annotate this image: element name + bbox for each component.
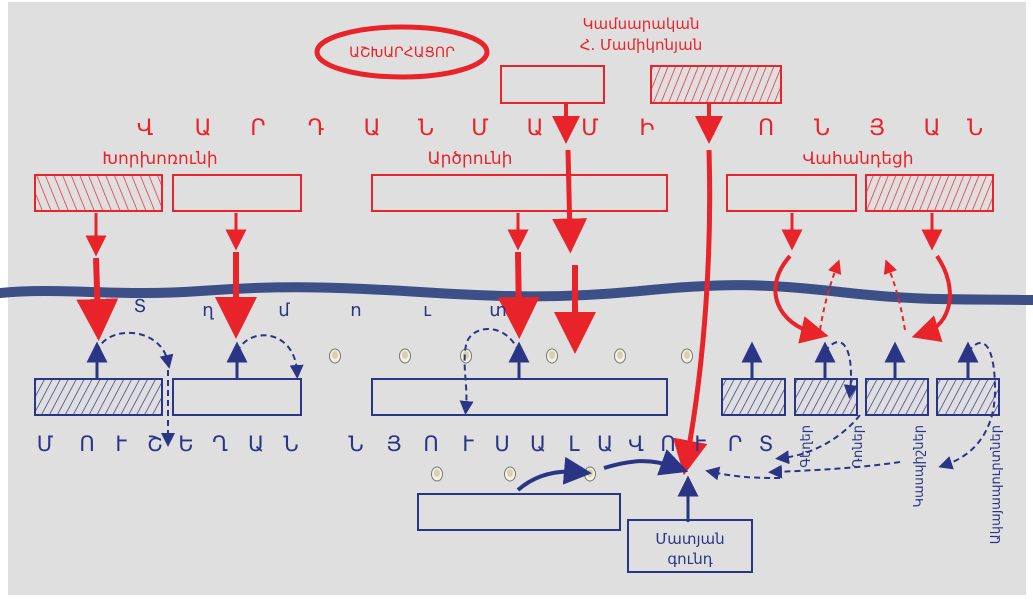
mushegh-letter: Շ <box>147 432 163 456</box>
mushegh-letter: Ւ <box>694 432 706 456</box>
kamsarakan-box <box>500 65 605 104</box>
vardan-letter: Ա <box>195 116 212 141</box>
mushegh-letter: Ս <box>494 432 509 456</box>
vardan-letter: Ա <box>364 116 381 141</box>
reserve-label-line1: Մատյան <box>655 530 724 548</box>
river <box>0 280 1033 305</box>
reserve-label-line2: գունդ <box>667 550 712 568</box>
right-box <box>726 174 857 212</box>
vardan-letter: Յ <box>869 116 885 141</box>
mushegh-letter: Լ <box>568 432 580 456</box>
mushegh-letter: Ա <box>597 432 613 456</box>
vardan-letter: Ն <box>814 116 830 141</box>
persian-left-hatched-box <box>34 378 163 416</box>
vardan-letter: Ա <box>924 116 941 141</box>
oval-frame <box>314 24 490 80</box>
vertical-label-doner: Դոներ <box>851 425 866 468</box>
red-arrows <box>76 103 952 476</box>
river-letter: ո <box>350 300 361 321</box>
persian-right-box-1 <box>721 378 786 416</box>
vardan-letter: Ն <box>418 116 434 141</box>
blue-curved-arrows <box>516 449 689 492</box>
mushegh-letter: Ա <box>530 432 546 456</box>
vertical-label-kaspishner: Կասպիշներ <box>912 425 927 508</box>
vardan-letter: Ն <box>967 116 983 141</box>
mushegh-letter: Վ <box>628 432 644 456</box>
mushegh-letter: Ն <box>348 432 363 456</box>
right-hatched-box <box>865 174 994 212</box>
mushegh-letter: Ե <box>178 432 193 456</box>
mushegh-letter: Ո <box>423 432 438 456</box>
blue-arrows <box>86 341 979 522</box>
mushegh-letter: Ո <box>660 432 675 456</box>
persian-right-box-3 <box>865 378 929 416</box>
vardan-letter: Մ <box>581 116 598 141</box>
persian-right-box-2 <box>794 378 858 416</box>
vardan-heading: Վ Ա Ր Դ Ա Ն Մ Ա Մ Ի Կ Ո Ն Յ Ա Ն <box>137 116 983 141</box>
mushegh-letter: Ր <box>728 432 743 456</box>
vardan-letter: Դ <box>308 116 325 141</box>
persian-left-box <box>172 378 302 416</box>
mushegh-letter: Յ <box>386 432 401 456</box>
mushegh-letter: Ւ <box>115 432 127 456</box>
vardan-letter: Վ <box>137 116 154 141</box>
persian-right-box-4 <box>936 378 1000 416</box>
river-letter: ւ <box>423 300 432 321</box>
red-dashed-arrows <box>819 259 906 331</box>
vardan-letter: Ա <box>527 116 544 141</box>
reserve-elephant-box <box>417 493 621 531</box>
river-letter: ղ <box>202 300 214 321</box>
river-letter: Տ <box>134 296 147 317</box>
mushegh-letter: Ղ <box>212 432 228 456</box>
reserve-label-box <box>627 519 753 573</box>
oval-label: ԱՇԽԱՐՀԱՑՈՐ <box>349 45 455 61</box>
mushegh-heading: Մ Ո Ւ Շ Ե Ղ Ա Ն Ն Յ Ո Ւ Ս Ա Լ Ա Վ Ո Ւ Ր … <box>37 432 774 456</box>
vardan-letter: Ր <box>250 116 265 141</box>
persian-center-box <box>371 378 668 416</box>
mushegh-letter: Ւ <box>462 432 474 456</box>
mushegh-letter: Տ <box>759 432 774 456</box>
right-group-label: Վահանդեցի <box>802 149 913 169</box>
mushegh-letter: Ա <box>248 432 264 456</box>
vardan-letter: Ի <box>639 116 654 141</box>
vertical-label-gegher: Գեղեր <box>799 425 814 468</box>
vardan-letter: Ո <box>758 116 774 141</box>
left-hatched-box <box>34 174 163 212</box>
center-group-label: Արծրունի <box>428 149 513 169</box>
river-letter: մ <box>278 300 290 321</box>
mushegh-letter: Ն <box>283 432 298 456</box>
left-group-label: Խորխոռունի <box>102 149 217 169</box>
mushegh-letter: Ո <box>79 432 94 456</box>
top-label-line2: Հ. Մամիկոնյան <box>580 36 702 54</box>
vertical-label-akayapurtner: Ակայապուրտներ <box>989 425 1004 544</box>
river-letter: տ <box>489 300 507 321</box>
left-box <box>172 174 302 212</box>
vardan-letter: Մ <box>471 116 488 141</box>
blue-dashed-arrows <box>96 328 997 481</box>
center-box <box>371 174 668 212</box>
river-label: Տ ղ մ ո ւ տ <box>134 296 507 321</box>
kamsarakan-hatched-box <box>650 65 782 104</box>
mushegh-letter: Մ <box>37 432 54 456</box>
top-label-line1: Կամսարական <box>583 15 700 33</box>
